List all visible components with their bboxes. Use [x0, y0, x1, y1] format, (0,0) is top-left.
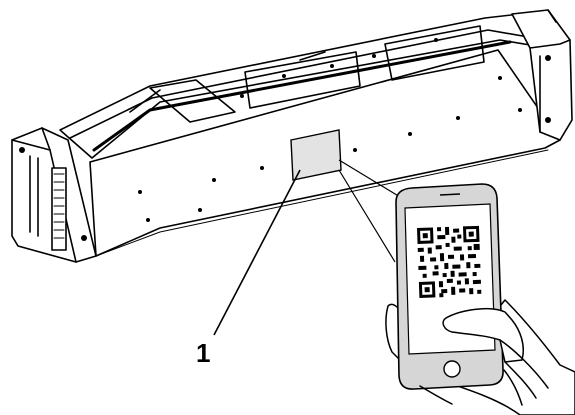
callout-number: 1 — [196, 338, 210, 368]
brace-right — [384, 25, 485, 81]
mounting-holes — [19, 38, 551, 241]
smartphone-icon — [395, 183, 504, 390]
zoom-lines — [338, 159, 406, 263]
qr-code-icon — [417, 225, 482, 298]
phone-earpiece — [439, 193, 461, 196]
callout-1: 1 — [196, 169, 301, 368]
callout-leader-line — [213, 169, 301, 336]
identification-label-icon — [290, 129, 342, 181]
brace-mid — [244, 51, 361, 109]
phone-home-button — [443, 360, 461, 378]
brace-left — [149, 79, 236, 123]
hand-fingers — [419, 307, 549, 406]
